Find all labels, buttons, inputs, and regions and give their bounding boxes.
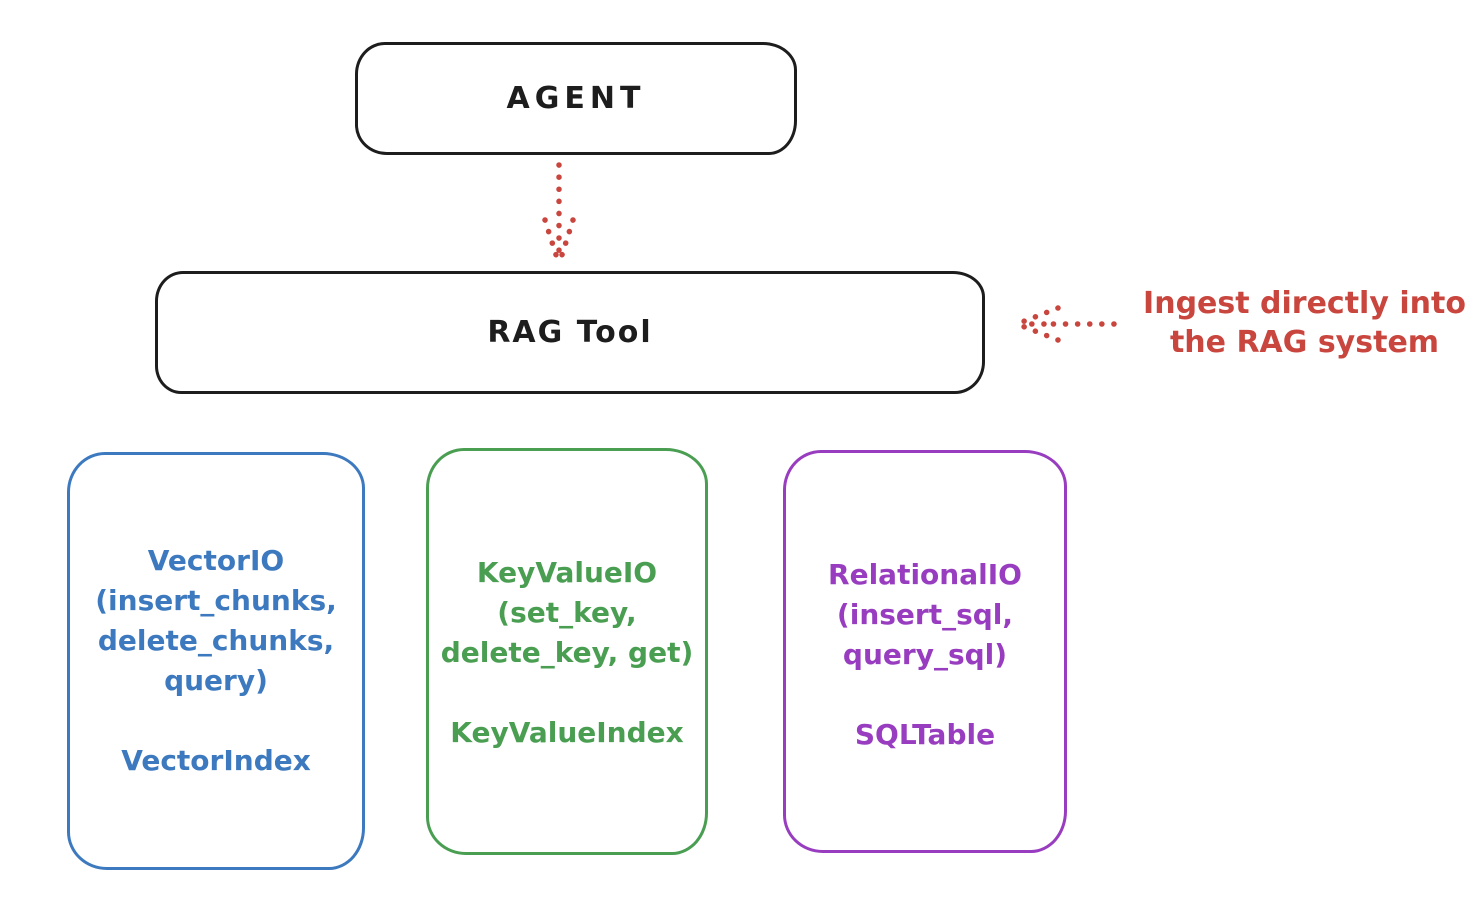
annotation-line-1: Ingest directly into (1143, 286, 1466, 321)
box-line: delete_chunks, (97, 624, 335, 657)
down-arrow-icon (542, 162, 576, 264)
key-value-index-label: KeyValueIndex (450, 716, 684, 749)
relational-io-description: RelationalIO (insert_sql, query_sql) (828, 555, 1022, 675)
annotation-line-2: the RAG system (1169, 325, 1440, 360)
agent-label: AGENT (506, 81, 646, 116)
box-line: query_sql) (842, 638, 1008, 671)
relational-io-box: RelationalIO (insert_sql, query_sql) SQL… (783, 450, 1067, 853)
rag-tool-label: RAG Tool (487, 315, 653, 350)
sql-table-label: SQLTable (854, 718, 996, 751)
box-line: (insert_chunks, (95, 584, 337, 617)
box-line: query) (164, 664, 268, 697)
key-value-io-box: KeyValueIO (set_key, delete_key, get) Ke… (426, 448, 708, 855)
agent-box: AGENT (355, 42, 797, 155)
key-value-io-description: KeyValueIO (set_key, delete_key, get) (441, 553, 694, 673)
vector-index-label: VectorIndex (121, 744, 311, 777)
box-line: VectorIO (147, 544, 285, 577)
box-line: (insert_sql, (836, 598, 1014, 631)
left-arrow-icon (1019, 305, 1117, 343)
vector-io-description: VectorIO (insert_chunks, delete_chunks, … (95, 541, 337, 701)
rag-tool-box: RAG Tool (155, 271, 985, 394)
box-line: delete_key, get) (440, 636, 694, 669)
vector-io-box: VectorIO (insert_chunks, delete_chunks, … (67, 452, 365, 870)
box-line: (set_key, (497, 596, 637, 629)
annotation-text: Ingest directly into the RAG system (1125, 284, 1484, 362)
box-line: RelationalIO (828, 558, 1022, 591)
box-line: KeyValueIO (476, 556, 658, 589)
